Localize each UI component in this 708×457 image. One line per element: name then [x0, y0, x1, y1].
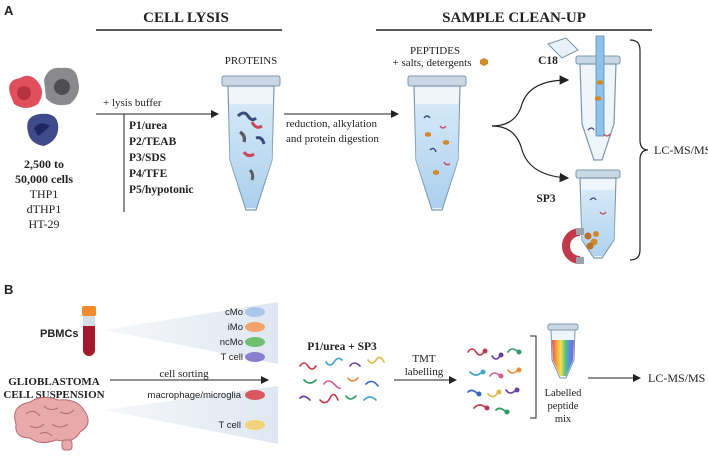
c18-tube	[547, 35, 621, 161]
c18-label: C18	[538, 55, 558, 67]
cell-lysis-header: CELL LYSIS	[143, 10, 229, 26]
population-macrophage-cell	[245, 390, 265, 400]
tmt-label-1: TMT	[412, 353, 436, 365]
digestion-label-2: and protein digestion	[286, 133, 379, 145]
salt-icon	[480, 58, 488, 66]
sp3-label: SP3	[536, 193, 555, 205]
peptide-squiggles	[299, 356, 385, 404]
lysis-buffer-label: + lysis buffer	[103, 97, 162, 109]
cells-illustration	[9, 67, 79, 146]
population-gbm-tcell-cell	[245, 420, 265, 430]
salts-label: + salts, detergents	[392, 57, 471, 69]
gbm-populations: macrophage/microglia T cell	[148, 390, 265, 431]
gbm-fan	[104, 386, 278, 444]
population-imo-cell	[245, 322, 265, 332]
tmt-label-2: labelling	[405, 366, 444, 378]
brain-icon	[14, 396, 89, 451]
blood-tube-icon	[82, 306, 96, 356]
sp3-tube	[575, 169, 621, 259]
pbmcs-label: PBMCs	[40, 328, 79, 340]
buffer-p1: P1/urea	[129, 120, 167, 132]
panel-a-bracket	[629, 39, 649, 261]
population-macrophage-label: macrophage/microglia	[148, 390, 242, 401]
cell-lines: THP1 dTHP1 HT-29	[27, 187, 62, 231]
cell-count: 2,500 to 50,000 cells	[15, 157, 73, 186]
lcms-label-b: LC-MS/MS	[648, 371, 705, 385]
population-tcell-label: T cell	[220, 352, 243, 363]
labelled-label-1: Labelled	[545, 388, 582, 399]
arrow-to-c18	[491, 75, 570, 127]
panel-a-letter: A	[4, 3, 14, 18]
magnet-icon	[562, 228, 584, 264]
sample-cleanup-header: SAMPLE CLEAN-UP	[442, 10, 586, 26]
labelled-label-3: mix	[555, 414, 572, 425]
peptides-label: PEPTIDES	[410, 45, 460, 57]
proteins-label: PROTEINS	[225, 55, 278, 67]
buffer-p2: P2/TEAB	[129, 136, 177, 148]
cell-count-line-2: 50,000 cells	[15, 172, 73, 186]
peptides-tube	[407, 75, 467, 211]
gbm-label-2: CELL SUSPENSION	[3, 389, 104, 401]
digestion-label-1: reduction, alkylation	[286, 118, 378, 130]
cell-line-dthp1: dTHP1	[27, 202, 62, 216]
population-gbm-tcell-label: T cell	[218, 420, 241, 431]
panel-b-letter: B	[4, 282, 13, 297]
population-tcell-cell	[245, 352, 265, 362]
population-ncmo-label: ncMo	[220, 337, 243, 348]
buffer-p5: P5/hypotonic	[129, 184, 194, 196]
proteins-tube	[221, 75, 281, 211]
buffer-p3: P3/SDS	[129, 152, 166, 164]
pbmc-populations: cMo iMo ncMo T cell	[220, 307, 265, 363]
cell-line-thp1: THP1	[30, 187, 59, 201]
pbmc-fan	[104, 302, 278, 364]
method-label: P1/urea + SP3	[307, 341, 377, 353]
population-ncmo-cell	[245, 337, 265, 347]
cell-count-line-1: 2,500 to	[24, 157, 64, 171]
population-imo-label: iMo	[228, 322, 243, 333]
arrow-to-sp3	[491, 125, 570, 183]
population-cmo-label: cMo	[225, 307, 243, 318]
buffer-p4: P4/TFE	[129, 168, 168, 180]
labelled-label-2: peptide	[548, 401, 579, 412]
population-cmo-cell	[245, 307, 265, 317]
buffer-list: P1/urea P2/TEAB P3/SDS P4/TFE P5/hypoton…	[129, 120, 194, 196]
cell-line-ht29: HT-29	[29, 217, 60, 231]
lcms-label-a: LC-MS/MS	[654, 143, 708, 157]
gbm-label-1: GLIOBLASTOMA	[8, 376, 100, 388]
labelled-tube	[547, 323, 579, 379]
cell-sorting-label: cell sorting	[159, 368, 209, 380]
labelled-bracket	[530, 335, 537, 419]
labelled-peptide-squiggles	[467, 348, 522, 415]
